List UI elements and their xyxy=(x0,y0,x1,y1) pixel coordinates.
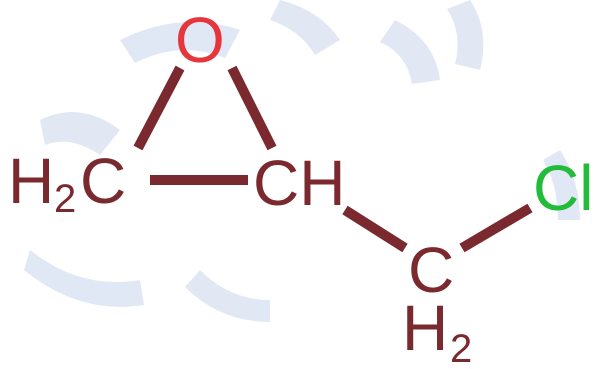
chlorine-atom: Cl xyxy=(533,152,593,224)
bond-o-ch xyxy=(227,65,277,151)
chain-carbon-subscript: 2 xyxy=(450,327,472,369)
bond-o-ch2 xyxy=(133,65,185,151)
chain-carbon-h: H xyxy=(402,292,448,364)
ring-carbon-right: CH xyxy=(253,147,345,219)
ring-carbon-left-subscript: 2 xyxy=(54,177,76,221)
bond-ch2chain-cl xyxy=(459,203,533,253)
ring-carbon-left-c: C xyxy=(80,145,126,217)
ring-carbon-left-h: H xyxy=(8,145,54,217)
oxygen-atom: O xyxy=(175,4,225,76)
chain-carbon-c: C xyxy=(408,234,454,306)
bond-ch-ch2chain xyxy=(342,205,408,253)
